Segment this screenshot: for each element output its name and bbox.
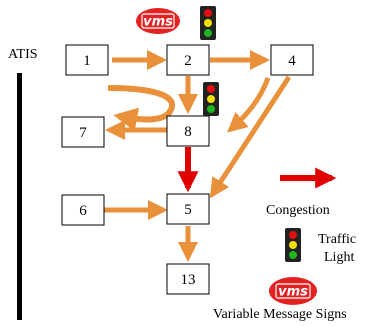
node-8: 8: [166, 115, 210, 147]
congestion-label: Congestion: [266, 203, 330, 218]
edge-4-5: [209, 75, 292, 199]
edges: [104, 50, 292, 262]
svg-text:1: 1: [83, 53, 91, 69]
node-6: 6: [61, 194, 105, 226]
svg-text:vms: vms: [143, 15, 173, 30]
traffic-light-icon: [200, 6, 216, 40]
svg-text:5: 5: [184, 202, 192, 218]
vms-sign-icon: vms: [136, 8, 180, 34]
node-7: 7: [61, 116, 105, 148]
curve-4-5-arrow: [226, 77, 271, 133]
traffic-light-label-1: Traffic: [318, 232, 356, 247]
nodes: 1 2 4 7 8 6 5 13: [61, 44, 314, 295]
traffic-light-icon: [203, 82, 219, 116]
node-13: 13: [166, 263, 210, 295]
svg-text:vms: vms: [278, 285, 308, 300]
svg-text:7: 7: [79, 125, 87, 141]
svg-text:4: 4: [288, 53, 296, 69]
legend-congestion: Congestion: [266, 167, 337, 218]
atis-bar: [17, 73, 22, 320]
atis-label: ATIS: [8, 47, 38, 62]
svg-text:6: 6: [79, 203, 87, 219]
svg-text:13: 13: [181, 272, 196, 288]
u-turn-arrow: [107, 85, 176, 132]
node-1: 1: [65, 44, 109, 76]
vms-label: Variable Message Signs: [213, 307, 347, 322]
legend-vms: vms Variable Message Signs: [213, 277, 347, 322]
svg-text:8: 8: [184, 124, 192, 140]
traffic-light-icon: [285, 228, 301, 262]
vms-sign-icon: vms: [269, 277, 317, 305]
node-2: 2: [166, 44, 210, 76]
node-5: 5: [166, 193, 210, 225]
traffic-light-label-2: Light: [324, 250, 354, 265]
svg-text:2: 2: [184, 53, 192, 69]
node-4: 4: [270, 44, 314, 76]
legend-traffic-light: Traffic Light: [285, 228, 356, 265]
